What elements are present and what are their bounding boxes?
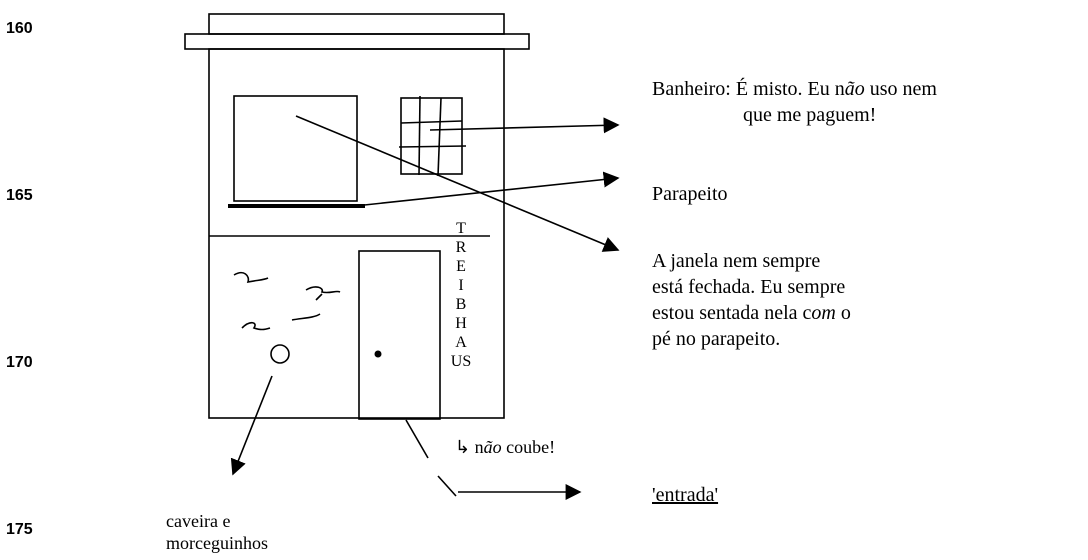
line-number-160: 160 <box>6 20 33 37</box>
bat-scribble <box>291 313 321 321</box>
vertical-sign: T R E I B H A US <box>441 219 481 371</box>
janela-line-1: A janela nem sempre <box>652 250 821 272</box>
label-caveira: caveira e morceguinhos <box>166 510 268 554</box>
arrow-janela <box>295 115 620 252</box>
bat-scribble <box>233 271 269 284</box>
label-janela: A janela nem sempre está fechada. Eu sem… <box>652 248 851 352</box>
sign-letter: A <box>455 334 467 351</box>
entrada-pointer <box>437 475 457 497</box>
arrow-banheiro <box>429 117 620 134</box>
label-parapeito: Parapeito <box>652 183 728 205</box>
house-body <box>208 48 505 419</box>
line-number-170: 170 <box>6 354 33 371</box>
bathroom-window-grid <box>437 97 442 177</box>
return-arrow-icon: ↳ <box>455 437 471 457</box>
banheiro-text-italic: ão <box>844 78 865 100</box>
skull-circle <box>270 344 290 364</box>
janela-line-2: está fechada. Eu sempre <box>652 276 846 298</box>
banheiro-text: Banheiro: É misto. Eu n <box>652 78 845 100</box>
sign-letter: B <box>455 296 467 313</box>
door <box>358 250 441 420</box>
sign-letter: T <box>456 220 466 237</box>
arrow-parapeito <box>354 171 620 207</box>
banheiro-text: uso nem <box>864 78 937 100</box>
sign-letter: US <box>450 353 472 370</box>
caveira-line-1: caveira e <box>166 511 231 531</box>
roof-top <box>208 13 505 35</box>
entrada-pointer <box>405 419 429 459</box>
janela-line-3: estou sentada nela com o <box>652 302 851 324</box>
bat-scribble <box>241 321 271 331</box>
label-banheiro-line2: que me paguem! <box>743 104 877 126</box>
sign-letter: I <box>458 277 464 294</box>
bathroom-window-grid <box>398 145 467 148</box>
caveira-line-2: morceguinhos <box>166 533 268 553</box>
bathroom-window-grid <box>400 120 463 124</box>
line-number-165: 165 <box>6 187 33 204</box>
roof-eave <box>184 33 530 50</box>
line-number-175: 175 <box>6 521 33 538</box>
door-knob <box>374 350 382 358</box>
label-nao-coube: ↳ não coube! <box>455 437 556 457</box>
arrow-caveira <box>230 375 273 476</box>
bat-scribble <box>305 286 341 301</box>
janela-line-4: pé no parapeito. <box>652 328 781 350</box>
sign-letter: E <box>456 258 466 275</box>
sign-letter: R <box>455 239 467 256</box>
big-window <box>233 95 358 202</box>
bathroom-window-grid <box>418 95 421 176</box>
bathroom-window <box>400 97 463 175</box>
sign-letter: H <box>455 315 467 332</box>
label-banheiro: Banheiro: É misto. Eu não uso nem <box>652 76 937 102</box>
label-entrada: 'entrada' <box>652 484 719 506</box>
